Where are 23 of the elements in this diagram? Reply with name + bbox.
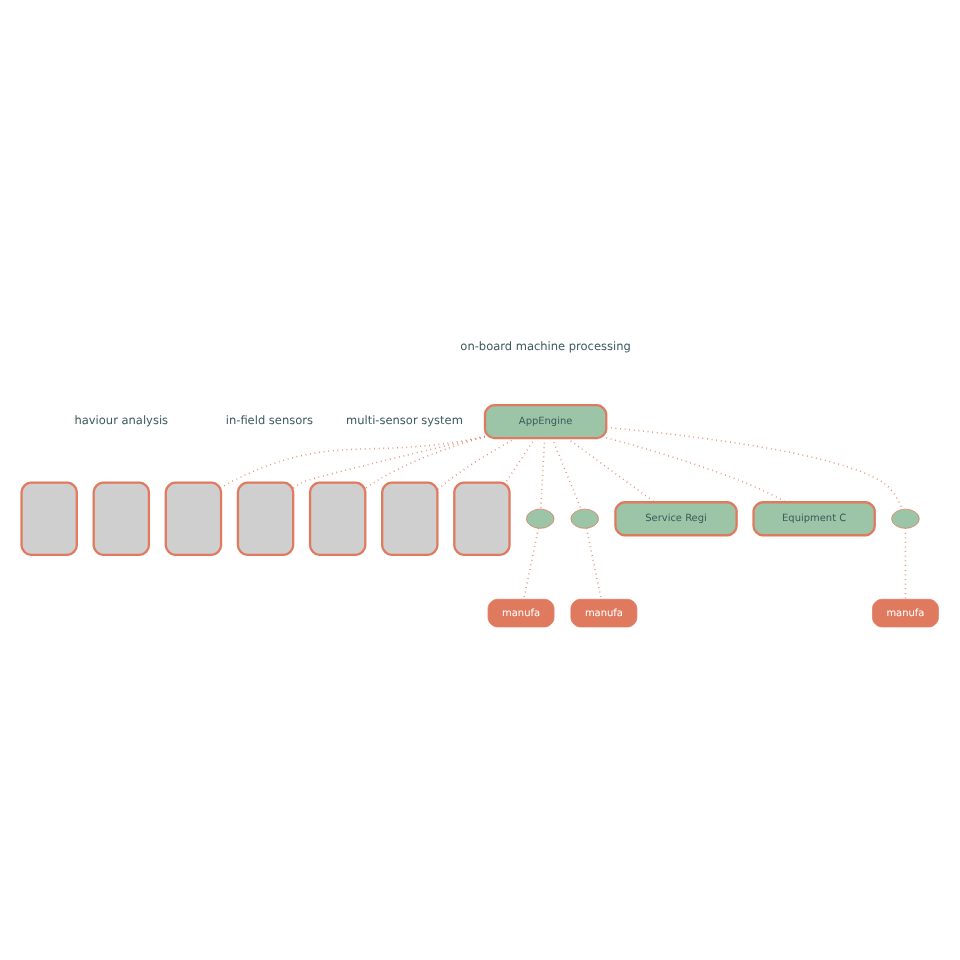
connector xyxy=(551,437,582,511)
node-box xyxy=(381,481,439,556)
node-cloud xyxy=(570,508,599,529)
connector xyxy=(539,437,546,510)
node-cloud xyxy=(891,508,920,529)
node-box xyxy=(164,481,223,556)
connector xyxy=(523,527,540,600)
connector xyxy=(585,527,602,600)
connector xyxy=(220,435,486,489)
connector xyxy=(364,435,486,490)
connector xyxy=(436,437,517,491)
connector xyxy=(504,437,536,484)
connector xyxy=(292,435,486,489)
node-cloud xyxy=(526,508,555,529)
node-box xyxy=(308,481,367,556)
node-box xyxy=(92,481,151,556)
connector xyxy=(605,426,904,510)
connector xyxy=(605,437,787,503)
node-box xyxy=(20,481,78,556)
node-box xyxy=(453,481,511,556)
node-box xyxy=(236,481,295,556)
connector xyxy=(904,527,907,600)
connector xyxy=(566,437,656,503)
